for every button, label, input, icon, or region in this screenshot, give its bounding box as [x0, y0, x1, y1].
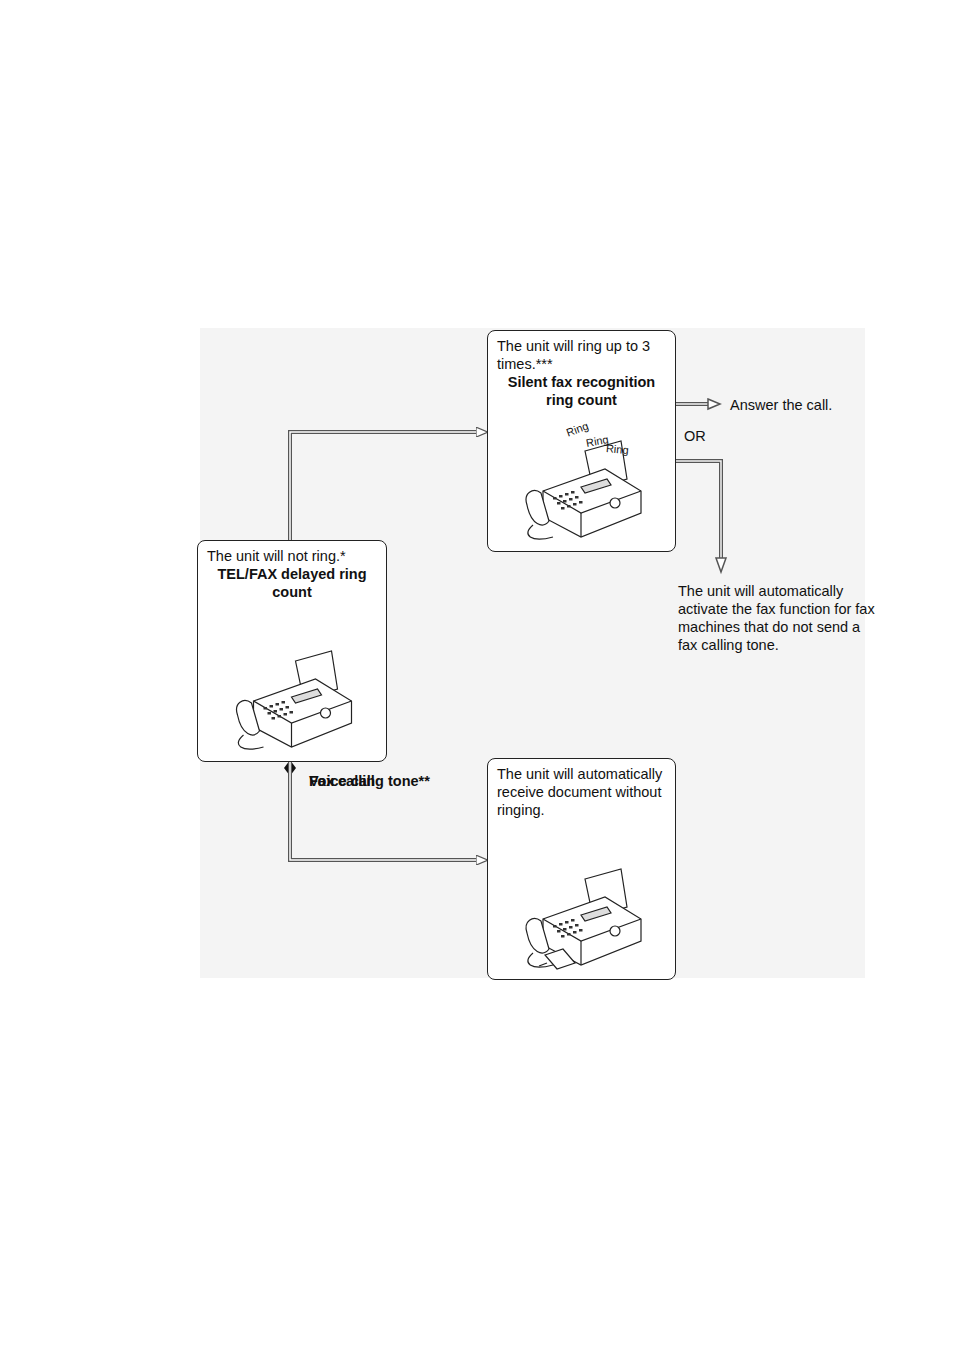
- ring-sound-text: Ring: [605, 439, 629, 459]
- edge-label: Fax calling tone**: [309, 772, 430, 790]
- box-text: The unit will automatically receive docu…: [497, 765, 666, 819]
- step-box: The unit will ring up to 3 times.***Sile…: [487, 330, 676, 552]
- note-text: OR: [684, 427, 706, 445]
- fax-illustration: [488, 859, 674, 979]
- box-text: The unit will not ring.*: [207, 547, 377, 565]
- box-text: The unit will ring up to 3 times.***: [497, 337, 666, 373]
- fax-illustration: [198, 641, 385, 761]
- step-box: The unit will automatically receive docu…: [487, 758, 676, 980]
- box-text: Silent fax recognition ring count: [497, 373, 666, 409]
- note-text: The unit will automatically activate the…: [678, 582, 878, 654]
- fax-illustration: [488, 431, 674, 551]
- step-box: The unit will not ring.*TEL/FAX delayed …: [197, 540, 387, 762]
- note-text: Answer the call.: [730, 396, 832, 414]
- fax-machine-icon: [237, 651, 352, 749]
- fax-machine-icon: [526, 869, 641, 969]
- outcome-arrows: [676, 399, 726, 572]
- flow-arrow: [290, 778, 487, 860]
- box-text: TEL/FAX delayed ring count: [207, 565, 377, 601]
